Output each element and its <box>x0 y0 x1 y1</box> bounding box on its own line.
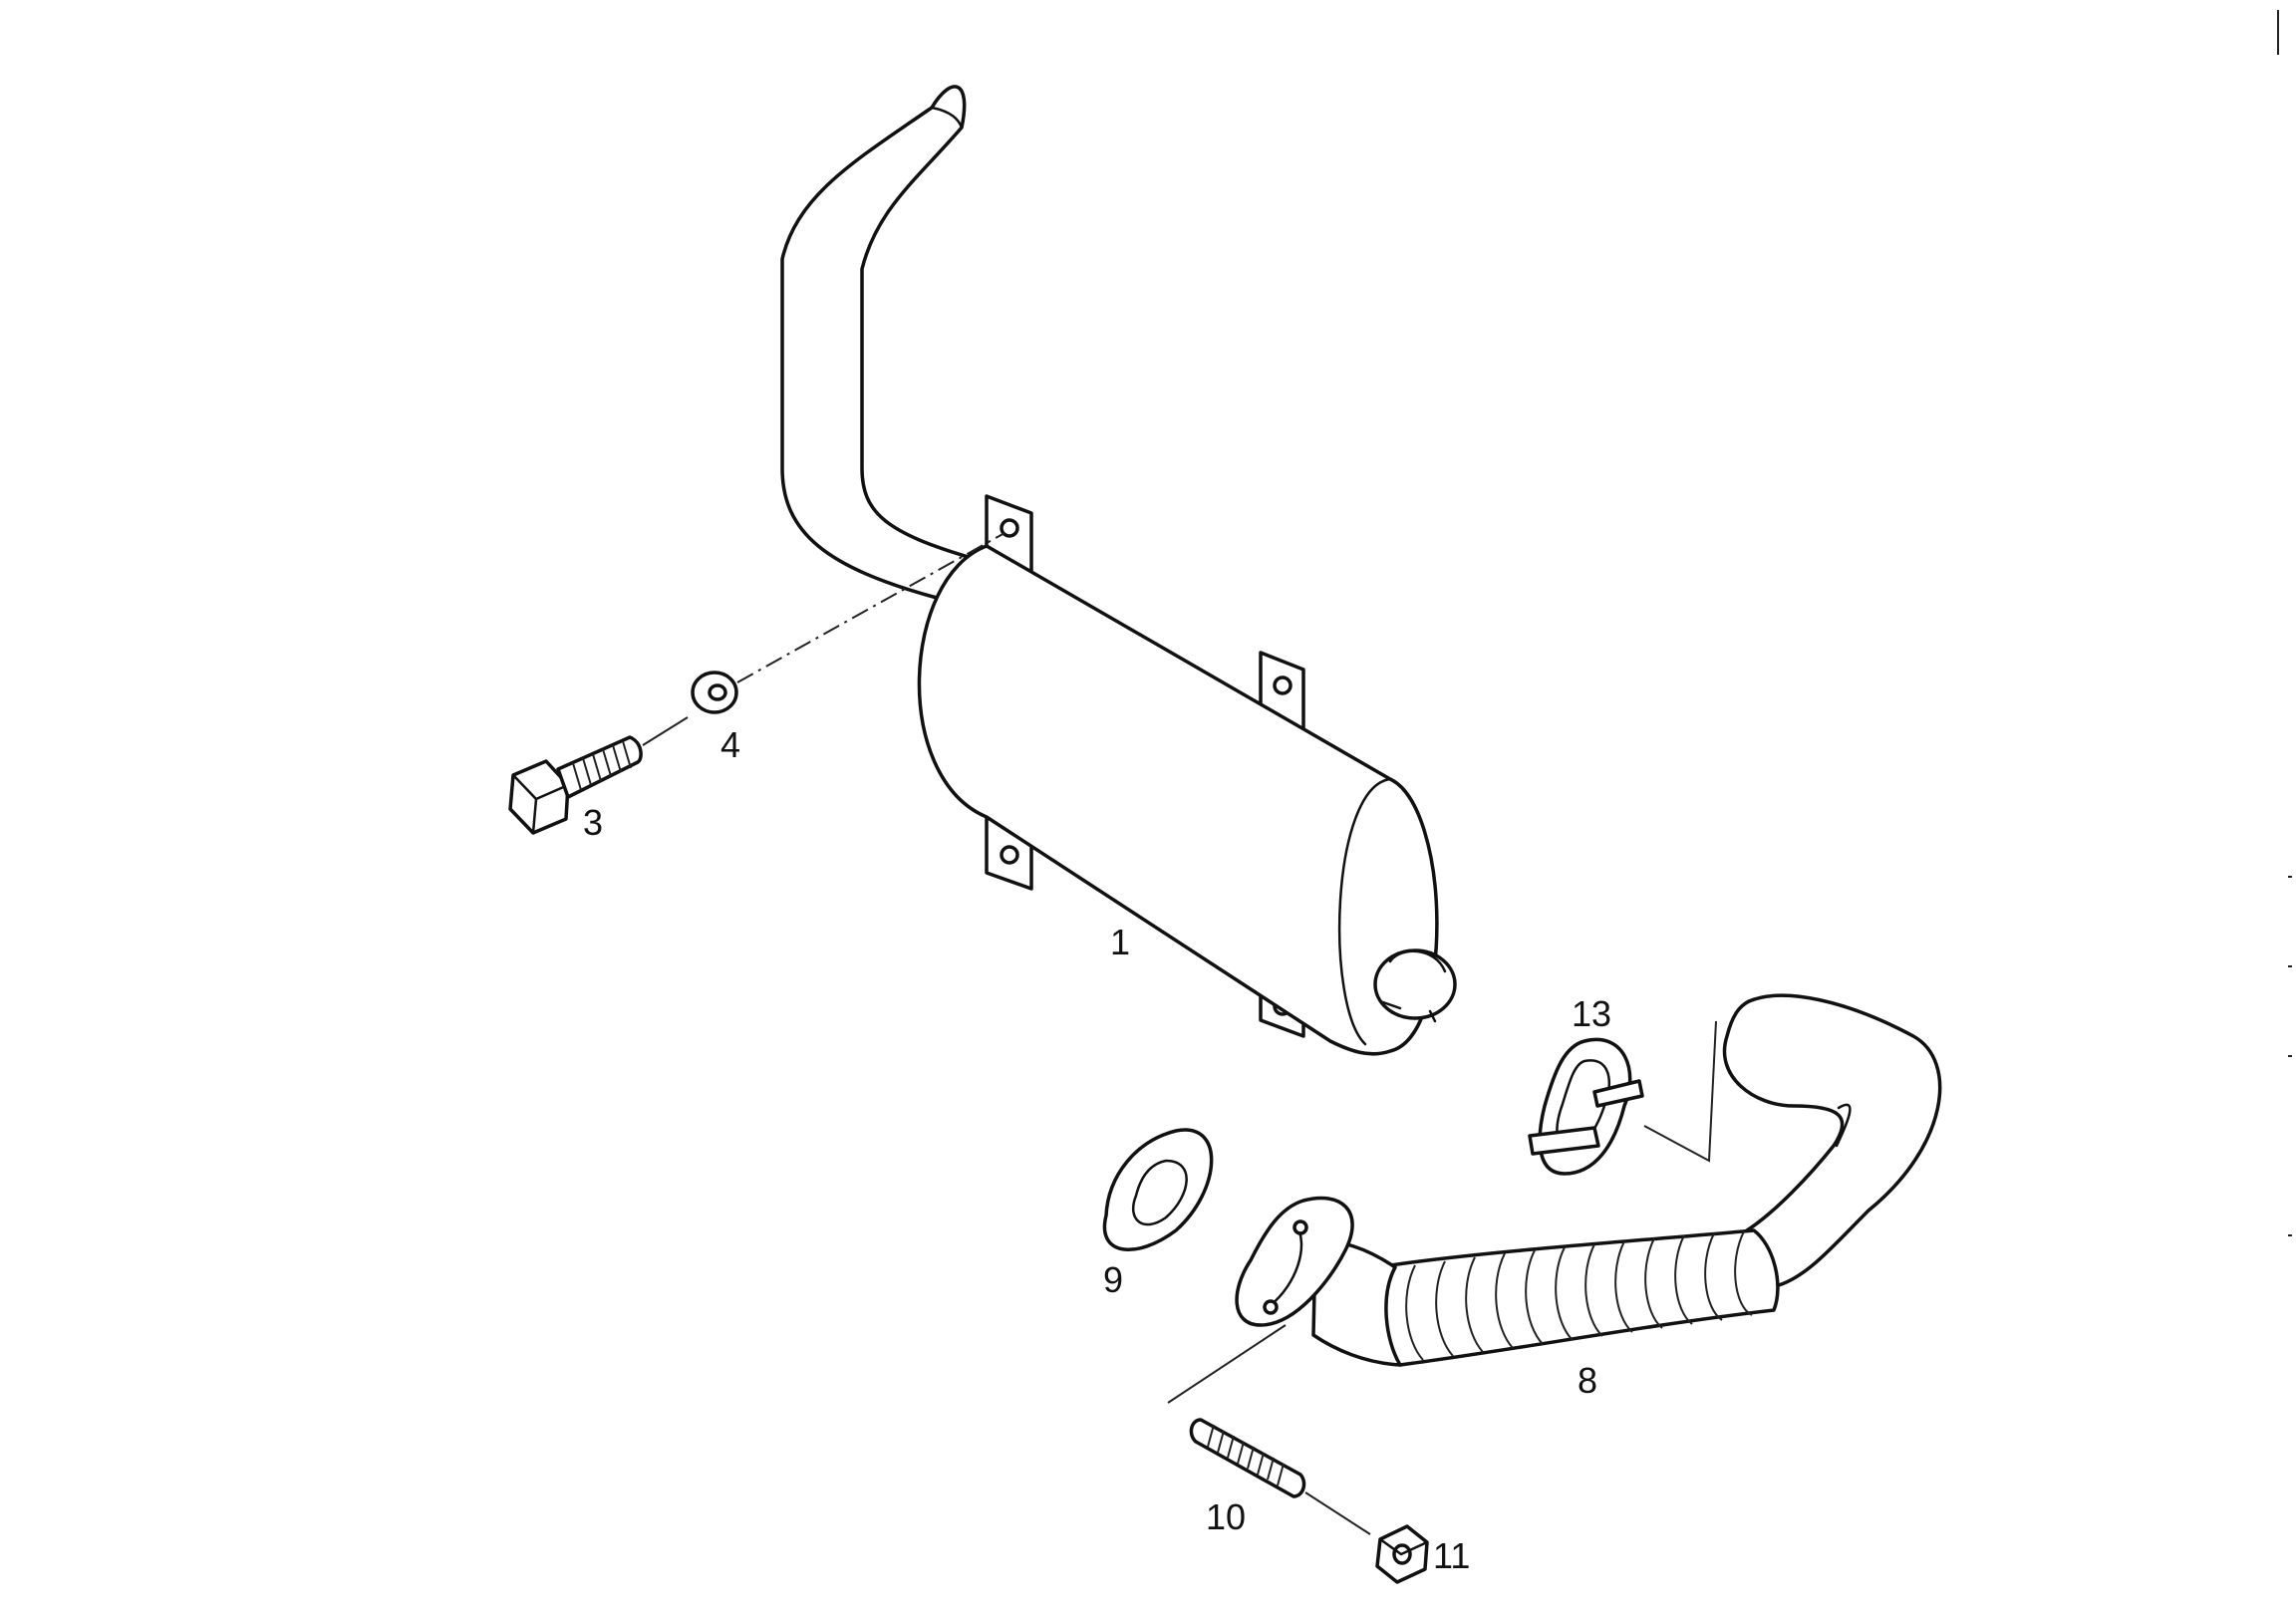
scan-edge-marks <box>2277 10 2292 1236</box>
hex-nut <box>1375 1524 1429 1584</box>
muffler-outlet <box>1373 948 1457 1020</box>
leader-line-clamp <box>1643 1020 1717 1163</box>
callout-1: 1 <box>1110 922 1130 962</box>
callout-3: 3 <box>583 802 603 843</box>
callout-11: 11 <box>1433 1535 1470 1576</box>
callout-10: 10 <box>1206 1496 1246 1537</box>
pipe-corrugated-section <box>1376 1228 1780 1367</box>
pipe-clamp <box>1528 1037 1644 1176</box>
leader-line-stud <box>1167 1324 1287 1404</box>
bolt-shank <box>556 735 643 799</box>
pipe-flange <box>1235 1196 1354 1327</box>
callout-4: 4 <box>720 724 740 765</box>
callout-9: 9 <box>1103 1259 1123 1300</box>
pipe-inlet-elbow <box>1311 1240 1402 1367</box>
gasket-ring <box>1102 1128 1214 1252</box>
leader-line-washer <box>736 532 1005 683</box>
muffler-tailpipe <box>780 85 974 600</box>
muffler-body <box>917 544 1439 1056</box>
callout-8: 8 <box>1578 1360 1597 1401</box>
threaded-stud <box>1189 1418 1371 1535</box>
muffler-assembly <box>780 85 1457 1056</box>
flat-washer <box>691 671 738 714</box>
callout-13: 13 <box>1572 993 1611 1034</box>
hex-bolt <box>508 716 689 835</box>
flex-exhaust-pipe <box>1235 993 1942 1367</box>
